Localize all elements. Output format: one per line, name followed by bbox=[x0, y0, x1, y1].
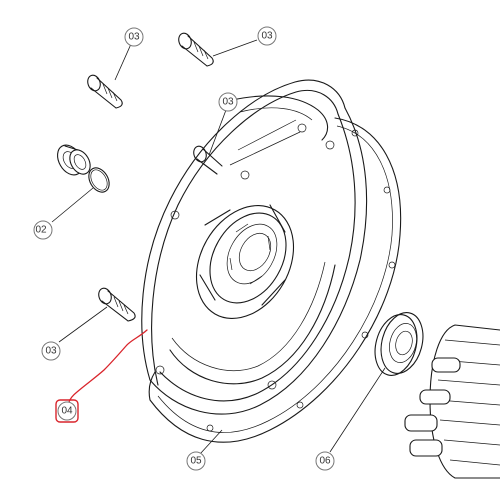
gasket-part bbox=[148, 117, 402, 443]
leader-lines bbox=[51, 39, 386, 455]
callout-screw-lower-left: 03 bbox=[41, 341, 61, 361]
callout-gasket: 05 bbox=[186, 451, 206, 471]
callout-screw-top-left: 03 bbox=[124, 27, 144, 47]
callout-label: 03 bbox=[222, 97, 234, 108]
highlight-box bbox=[55, 399, 79, 423]
callout-label: 04 bbox=[61, 406, 73, 417]
rotor-partial bbox=[404, 324, 500, 479]
callout-label: 02 bbox=[35, 225, 47, 236]
housing-cover bbox=[141, 79, 368, 415]
callout-washer-partial: 02 bbox=[33, 220, 53, 240]
o-ring-part bbox=[88, 167, 110, 193]
callout-highlighted: 04 bbox=[55, 399, 79, 423]
callout-bearing: 06 bbox=[315, 451, 335, 471]
screw-lower-left bbox=[98, 287, 136, 322]
screw-top-left bbox=[87, 74, 123, 109]
callout-screw-top-right: 03 bbox=[257, 26, 277, 46]
callout-label: 03 bbox=[128, 32, 140, 43]
screw-mid-left bbox=[193, 145, 223, 175]
highlight-leader bbox=[68, 329, 148, 403]
callout-label: 03 bbox=[261, 31, 273, 42]
callout-label: 06 bbox=[319, 456, 331, 467]
bushing-part bbox=[57, 144, 91, 176]
callout-label: 05 bbox=[190, 456, 202, 467]
callout-screw-mid: 03 bbox=[218, 92, 238, 112]
bearing-part bbox=[374, 312, 424, 376]
screw-top-center bbox=[178, 32, 214, 67]
callout-label: 03 bbox=[45, 346, 57, 357]
